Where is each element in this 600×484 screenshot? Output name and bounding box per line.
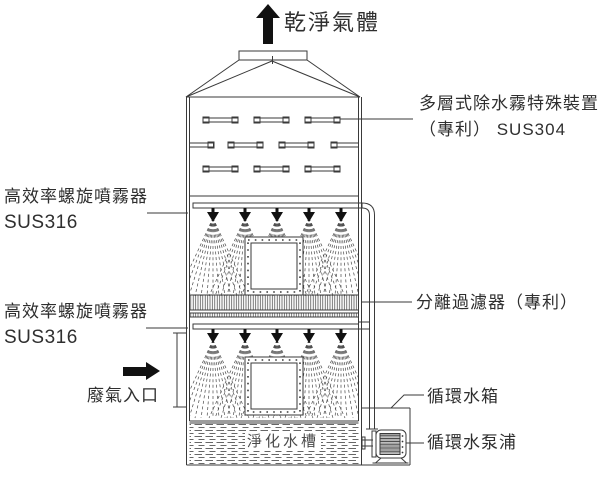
- sprayer-upper-label-line2: SUS316: [4, 212, 78, 233]
- outlet-chimney: [238, 50, 308, 64]
- circulation-tank-label: 循環水箱: [427, 387, 499, 406]
- separation-filter-band: [189, 294, 359, 318]
- tower-hood: [185, 59, 361, 98]
- spray-nozzles-upper: [206, 207, 348, 223]
- demister-label-line1: 多層式除水霧特殊裝置: [419, 94, 599, 113]
- circulation-pump-figure: [361, 429, 409, 464]
- sprayer-lower-label-line1: 高效率螺旋噴霧器: [4, 302, 148, 321]
- filter-label: 分離過濾器（專利）: [416, 293, 578, 312]
- spray-nozzles-lower: [206, 328, 348, 344]
- up-arrow-icon: [256, 4, 280, 44]
- tower-walls: [186, 97, 362, 465]
- leader-lines: [146, 118, 424, 444]
- circulation-pump-label: 循環水泵浦: [427, 433, 517, 452]
- spray-header-upper: [192, 202, 363, 209]
- manhole-upper: [244, 236, 304, 296]
- inlet-duct: [173, 332, 187, 408]
- circulation-tank-box: [361, 407, 411, 465]
- spray-header-lower: [192, 323, 359, 330]
- purification-basin-label: 淨化水槽: [245, 433, 322, 451]
- waste-gas-inlet-label: 廢氣入口: [87, 386, 159, 405]
- demister-louvers: [189, 116, 359, 173]
- right-arrow-icon: [123, 362, 160, 380]
- demister-label-line2: （專利） SUS304: [419, 120, 567, 139]
- sprayer-upper-label-line1: 高效率螺旋噴霧器: [4, 187, 148, 206]
- recirculation-pipe: [358, 202, 378, 430]
- manhole-lower: [244, 356, 304, 416]
- sprayer-lower-label-line2: SUS316: [4, 327, 78, 348]
- clean-gas-label: 乾淨氣體: [284, 10, 381, 35]
